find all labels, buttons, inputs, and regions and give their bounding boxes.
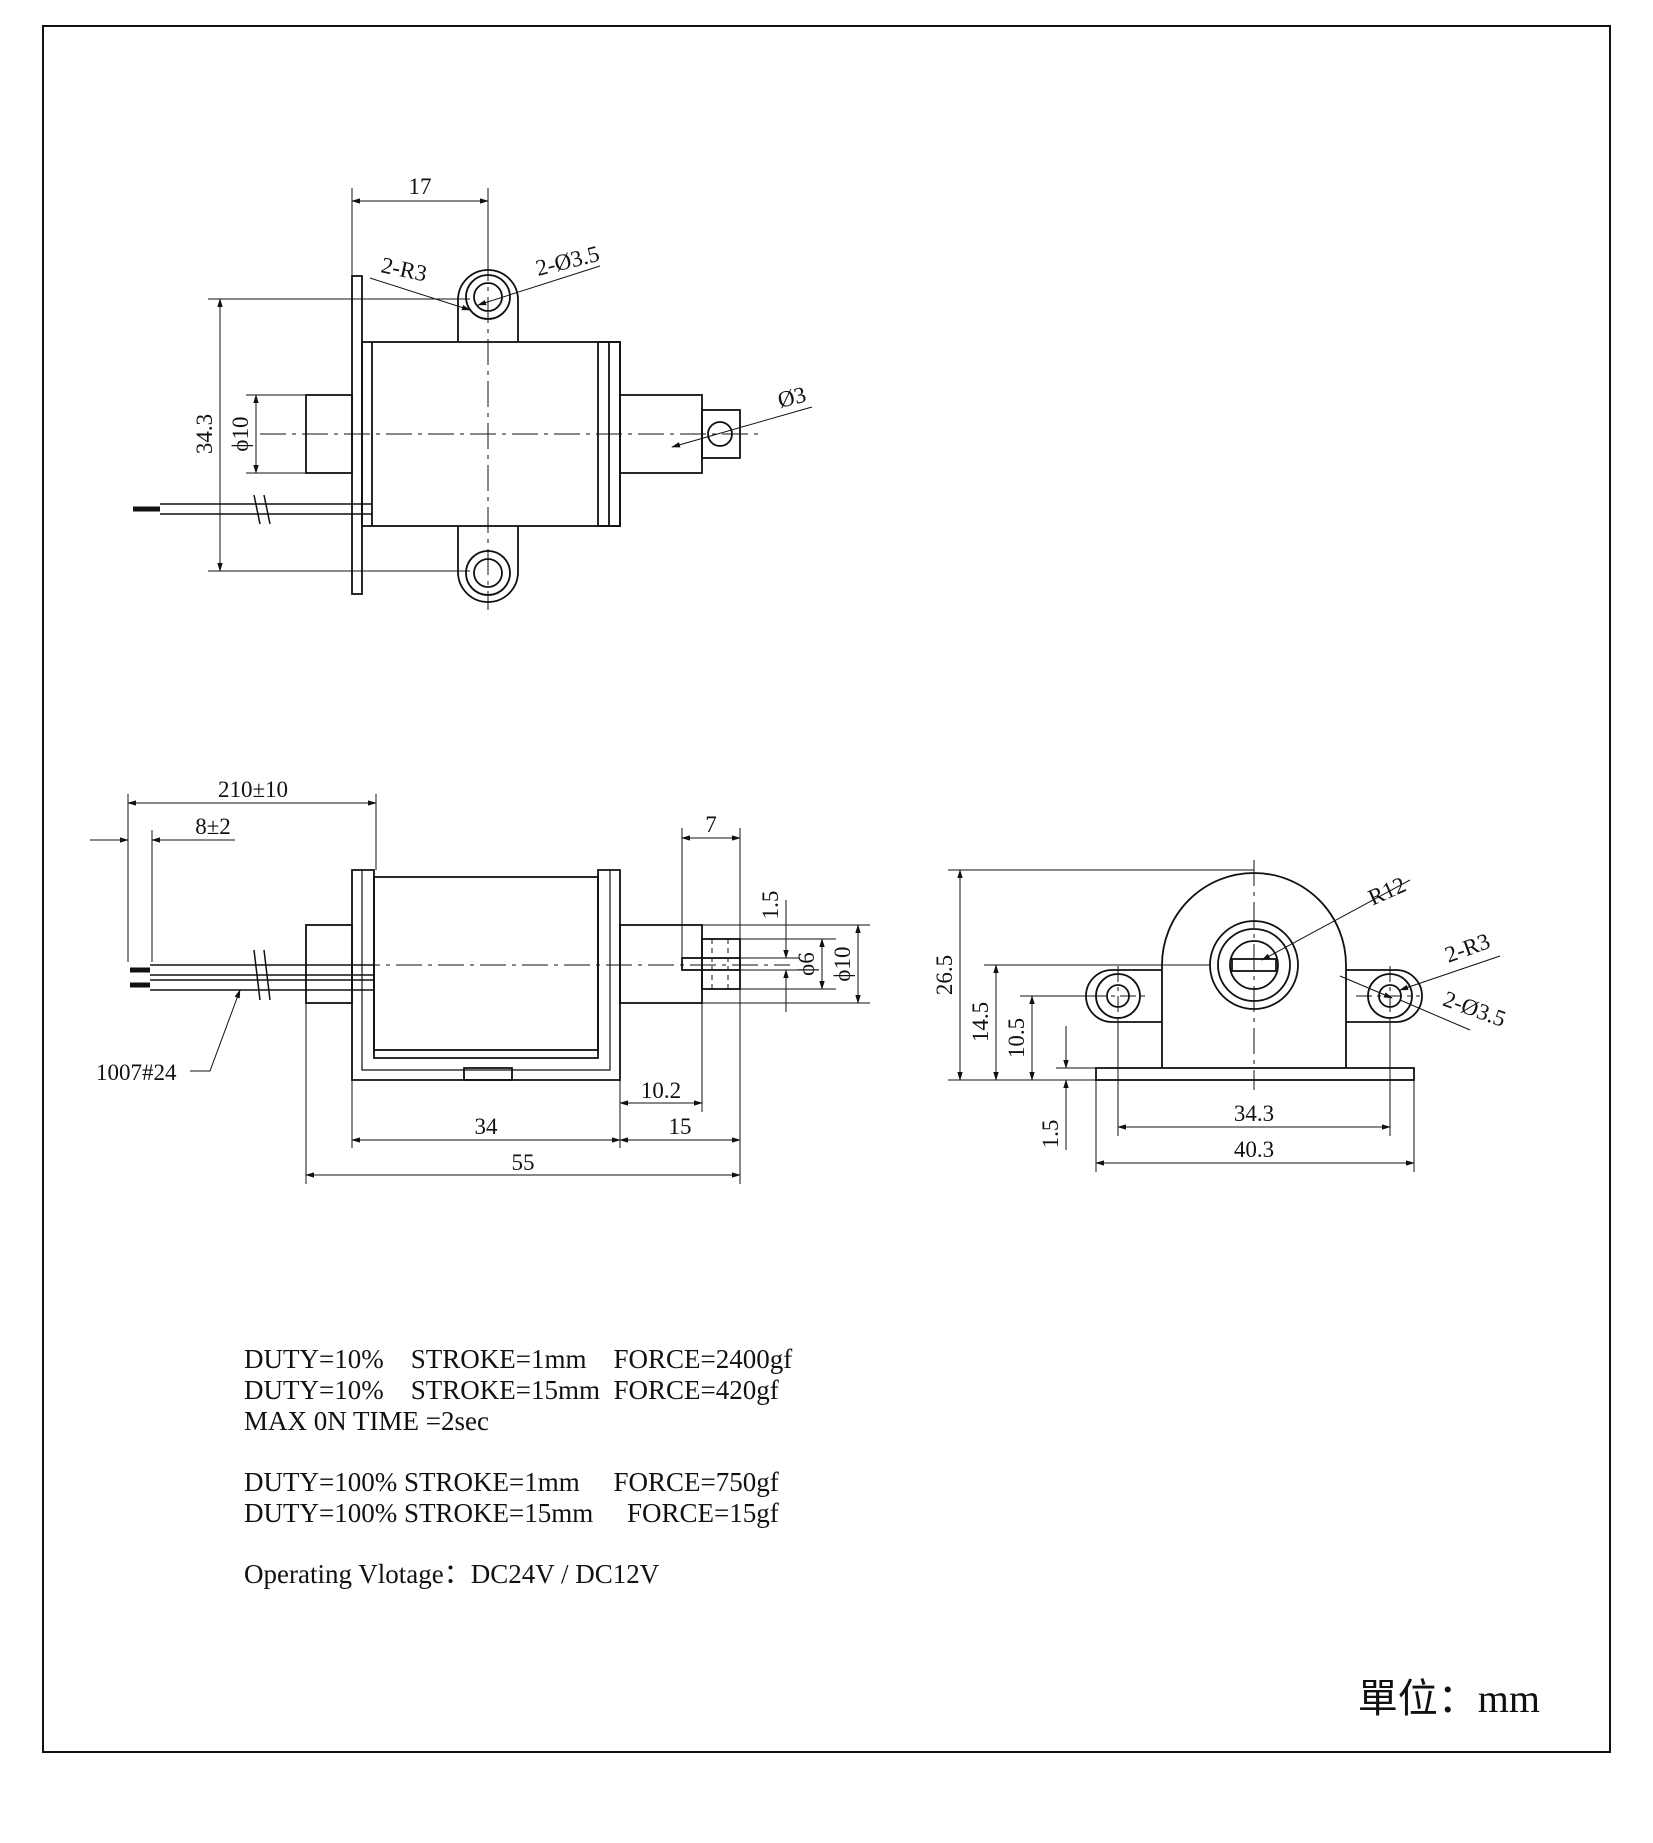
spec-notes: DUTY=10% STROKE=1mm FORCE=2400gf DUTY=10…	[244, 1344, 792, 1589]
radius-label: 2-R3	[379, 252, 429, 286]
dim-base-width-label: 40.3	[1234, 1137, 1274, 1162]
spec-line-1: DUTY=10% STROKE=1mm FORCE=2400gf	[244, 1344, 792, 1374]
mounting-plate	[351, 275, 363, 595]
end-view-labels: R12 2-R3 2-Ø3.5 26.5 14.5 10.5 1.5 34.3 …	[932, 872, 1509, 1162]
dim-body-label: 34	[475, 1114, 499, 1139]
side-view-labels: 210±10 8±2 7 1.5 ϕ6 ϕ10 1007#24 10.2 34 …	[96, 777, 855, 1175]
spec-line-5: DUTY=100% STROKE=15mm FORCE=15gf	[244, 1498, 779, 1528]
u-frame	[351, 869, 621, 1081]
dim-width-label: 17	[409, 174, 432, 199]
dim-pin-width-label: 7	[705, 812, 717, 837]
hole-label: 2-Ø3.5	[1440, 986, 1509, 1032]
dim-dia6-label: ϕ6	[794, 952, 819, 976]
dim-body-dia-label: ϕ10	[228, 416, 253, 451]
top-view	[133, 188, 813, 610]
unit-label: 單位：mm	[1358, 1676, 1540, 1721]
wire-label: 1007#24	[96, 1060, 177, 1085]
dim-plunger-label: 15	[669, 1114, 692, 1139]
dim-pin-dia-label: Ø3	[775, 382, 808, 413]
dim-hole-spacing-label: 34.3	[1234, 1101, 1274, 1126]
plunger-pin	[701, 938, 741, 990]
dim-total-label: 55	[512, 1150, 535, 1175]
coil	[373, 876, 599, 1051]
dim-height-label: 34.3	[192, 414, 217, 454]
dim-height-label: 26.5	[932, 955, 957, 995]
hole-label: 2-Ø3.5	[533, 241, 602, 281]
spec-line-2: DUTY=10% STROKE=15mm FORCE=420gf	[244, 1375, 779, 1405]
sheet-border	[42, 25, 1611, 1753]
dim-radius-label: R12	[1364, 872, 1409, 910]
base-plate	[1095, 1067, 1415, 1081]
spec-line-6: Operating Vlotage：DC24V / DC12V	[244, 1559, 660, 1589]
dim-base-thickness-label: 1.5	[1038, 1120, 1063, 1149]
dim-plunger-ext-label: 10.2	[641, 1078, 681, 1103]
dim-gap-label: 1.5	[758, 891, 783, 920]
spec-line-3: MAX 0N TIME =2sec	[244, 1406, 489, 1436]
radius-label: 2-R3	[1442, 928, 1494, 967]
top-view-labels: 17 2-R3 2-Ø3.5 34.3 ϕ10 Ø3	[192, 174, 808, 454]
plunger	[619, 924, 703, 1004]
side-view	[90, 794, 870, 1184]
spec-line-4: DUTY=100% STROKE=1mm FORCE=750gf	[244, 1467, 779, 1497]
dim-dia10-label: ϕ10	[830, 946, 855, 981]
dim-center-label: 14.5	[968, 1002, 993, 1042]
dim-lead-length-label: 210±10	[218, 777, 288, 802]
dim-hole-height-label: 10.5	[1004, 1018, 1029, 1058]
rear-stub	[305, 924, 353, 1004]
end-view	[948, 860, 1501, 1172]
dim-strip-length-label: 8±2	[195, 814, 231, 839]
